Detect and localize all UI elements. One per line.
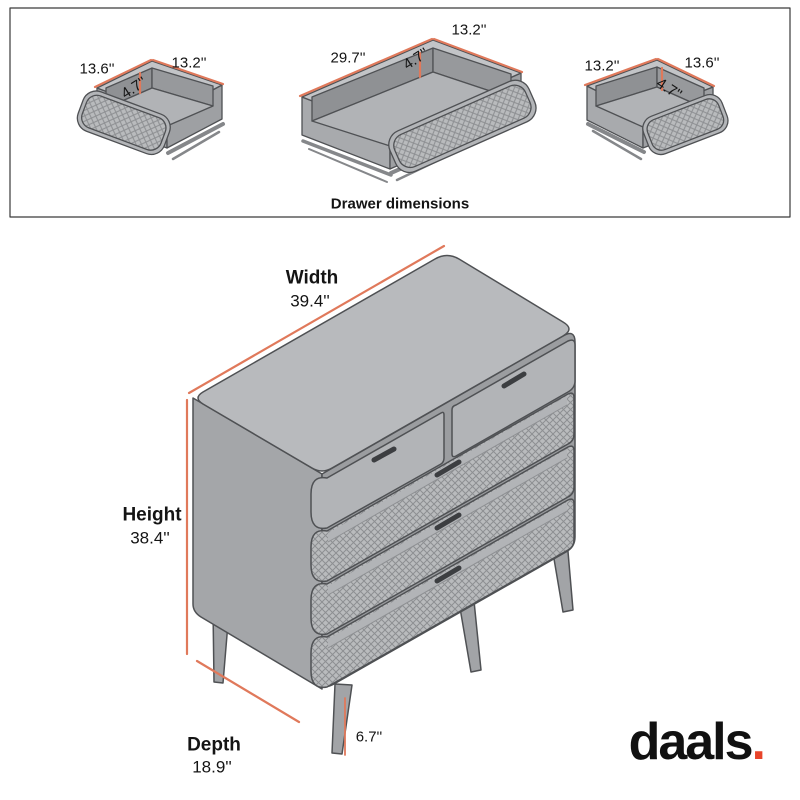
drawer-right-right-dimension: 13.6'' bbox=[684, 54, 720, 72]
drawer-slide-rail bbox=[586, 122, 646, 154]
drawer-left-left-dimension: 13.6'' bbox=[79, 60, 115, 78]
width-dimension-line bbox=[187, 244, 446, 395]
width-value: 39.4'' bbox=[290, 291, 330, 311]
drawer-illustration-left bbox=[76, 58, 225, 161]
drawer-left-right-dimension: 13.2'' bbox=[171, 54, 207, 72]
drawer-dimension-lines bbox=[583, 57, 716, 92]
height-label: Height bbox=[122, 504, 182, 526]
leg-height-value: 6.7'' bbox=[355, 728, 383, 746]
drawer-middle-left-dimension: 29.7'' bbox=[330, 49, 366, 67]
drawer-slide-rail bbox=[301, 139, 393, 177]
drawer-top-right bbox=[451, 339, 576, 458]
drawer-slide-rail bbox=[171, 130, 221, 161]
drawer-illustration-right bbox=[583, 57, 729, 161]
drawer-slide-rail bbox=[591, 129, 643, 161]
height-value: 38.4'' bbox=[130, 528, 170, 548]
drawer-panel-caption: Drawer dimensions bbox=[330, 195, 470, 213]
drawer-slide-rail bbox=[308, 148, 388, 183]
cane-front-panel bbox=[76, 90, 171, 156]
drawer-middle-right-dimension: 13.2'' bbox=[451, 21, 487, 39]
drawer-right-left-dimension: 13.2'' bbox=[584, 57, 620, 75]
drawer-dimension-lines bbox=[93, 58, 225, 95]
cane-front-panel bbox=[388, 79, 537, 174]
depth-dimension-line bbox=[195, 659, 301, 724]
drawer-dimension-lines bbox=[298, 37, 524, 98]
drawer-panel-border bbox=[9, 7, 791, 218]
drawer-slide-rail bbox=[166, 122, 225, 155]
daals-logo-dot: . bbox=[751, 713, 767, 771]
depth-value: 18.9'' bbox=[192, 757, 232, 777]
daals-logo: daals. bbox=[628, 713, 767, 771]
drawer-handles bbox=[371, 371, 527, 584]
depth-label: Depth bbox=[187, 734, 241, 756]
daals-logo-text: daals bbox=[628, 713, 754, 771]
dresser-leg-front-left bbox=[331, 683, 353, 755]
dresser-top bbox=[197, 254, 570, 472]
width-label: Width bbox=[285, 267, 339, 289]
cane-front-panel bbox=[642, 93, 729, 156]
drawer-top-left bbox=[310, 411, 445, 530]
dresser-side-panel bbox=[192, 397, 323, 690]
dresser-illustration bbox=[185, 244, 576, 756]
drawer-illustration-middle bbox=[298, 37, 537, 183]
dresser-dimension-lines bbox=[185, 244, 446, 756]
